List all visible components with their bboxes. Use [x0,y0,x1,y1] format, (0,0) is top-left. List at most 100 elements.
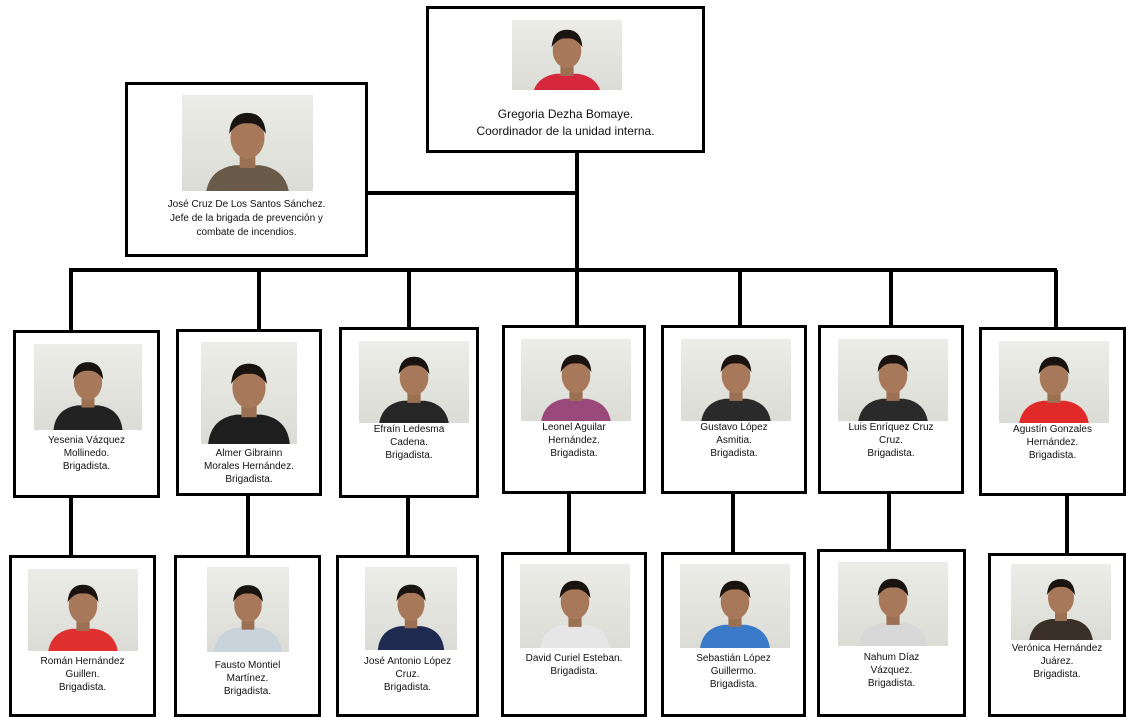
member-caption-line: Agustín Gonzales [1013,424,1092,435]
member-caption-line: Brigadista. [1028,450,1077,461]
portrait-shirt [541,398,611,421]
portrait-face [552,33,582,69]
brigadista-card: Leonel Aguilar Hernández. Brigadista. [502,325,646,494]
brigadista-card: Agustín Gonzales Hernández. Brigadista. [979,327,1126,496]
member-photo [838,562,948,646]
member-caption-line: Brigadista. [62,461,111,472]
brigadista-card: Nahum Díaz Vázquez. Brigadista. [817,549,966,717]
member-caption-line: Cruz. [395,669,420,680]
member-photo [681,339,791,421]
portrait-face [232,367,266,409]
member-caption: Verónica Hernández Juárez. Brigadista. [991,642,1123,681]
portrait-shirt [377,626,445,650]
portrait-face [399,360,429,396]
member-photo [359,341,469,423]
member-caption-line: Cruz. [879,435,903,446]
member-caption-line: Brigadista. [383,682,432,693]
brigadista-card: Gustavo López Asmitia. Brigadista. [661,325,807,494]
member-photo [365,567,457,650]
member-caption-line: Sebastián López [696,653,771,664]
portrait-face [878,358,908,394]
portrait-silhouette [858,354,928,421]
member-caption-line: Brigadista. [225,474,273,485]
chief-card: José Cruz De Los Santos Sánchez. Jefe de… [125,82,368,257]
coordinator-photo [512,20,622,90]
portrait-shirt [858,622,928,646]
portrait-face [721,358,751,394]
member-photo [999,341,1109,423]
portrait-silhouette [858,578,928,646]
portrait-silhouette [377,584,445,650]
member-caption: Sebastián López Guillermo. Brigadista. [664,652,803,691]
brigadista-card: Sebastián López Guillermo. Brigadista. [661,552,806,717]
portrait-shirt [206,165,289,191]
portrait-face [73,365,103,400]
member-caption-line: Fausto Montiel [214,660,281,671]
member-caption-line: Brigadista. [58,682,107,693]
portrait-hair [559,580,591,599]
member-caption: José Antonio López Cruz. Brigadista. [339,655,476,694]
member-caption: Gustavo López Asmitia. Brigadista. [664,421,804,460]
member-caption-line: Guillen. [65,669,100,680]
portrait-hair [396,584,426,602]
member-caption-line: Román Hernández [40,656,125,667]
portrait-face [1039,360,1069,396]
member-caption-line: Mollinedo. [63,448,110,459]
member-caption: Fausto Montiel Martínez. Brigadista. [177,659,318,698]
member-caption-line: Brigadista. [867,678,916,689]
member-photo [838,339,948,421]
member-caption-line: Hernández. [1026,437,1079,448]
member-caption: David Curiel Esteban. Brigadista. [504,652,644,678]
portrait-shirt [1019,400,1089,423]
member-caption-line: Hernández. [548,435,600,446]
member-caption-line: Morales Hernández. [203,461,295,472]
portrait-silhouette [541,354,611,421]
member-caption-line: Brigadista. [550,448,598,459]
member-caption-line: Luis Enríquez Cruz [848,422,934,433]
member-caption-line: Brigadista. [550,666,598,677]
portrait-shirt [208,414,290,444]
member-caption-line: Brigadista. [223,686,272,697]
member-photo [34,344,142,430]
member-caption-line: Brigadista. [867,448,915,459]
member-photo [520,564,630,648]
portrait-hair [877,578,909,597]
member-caption: Yesenia Vázquez Mollinedo. Brigadista. [16,434,157,473]
portrait-silhouette [1019,356,1089,423]
portrait-shirt [1029,619,1093,640]
portrait-hair [560,354,592,373]
brigadista-card: Román Hernández Guillen. Brigadista. [9,555,156,717]
member-caption-line: Asmitia. [716,435,752,446]
portrait-hair [72,362,104,380]
member-caption-line: Verónica Hernández [1011,643,1103,654]
portrait-face [1048,582,1074,614]
member-caption: Efraín Ledesma Cadena. Brigadista. [342,423,476,462]
member-caption: Agustín Gonzales Hernández. Brigadista. [982,423,1123,462]
portrait-face [234,588,262,623]
portrait-hair [877,354,909,373]
portrait-silhouette [48,584,118,651]
member-photo [201,342,297,444]
brigadista-card: Almer Gibrainn Morales Hernández. Brigad… [176,329,322,496]
portrait-silhouette [53,362,123,430]
portrait-hair [1038,356,1070,375]
member-caption: Nahum Díaz Vázquez. Brigadista. [820,651,963,690]
brigadista-card: Verónica Hernández Juárez. Brigadista. [988,553,1126,717]
portrait-shirt [53,405,123,430]
member-caption-line: Martínez. [226,673,269,684]
portrait-silhouette [540,580,610,648]
portrait-shirt [700,624,770,648]
brigadista-card: David Curiel Esteban. Brigadista. [501,552,647,717]
member-caption-line: Leonel Aguilar [542,422,606,433]
portrait-silhouette [701,354,771,421]
portrait-face [397,587,425,621]
portrait-hair [719,580,751,599]
member-photo [207,567,289,652]
portrait-face [561,358,591,394]
member-caption: Luis Enríquez Cruz Cruz. Brigadista. [821,421,961,460]
portrait-face [720,584,750,620]
member-caption-line: Brigadista. [709,679,758,690]
member-caption-line: Almer Gibrainn [215,448,283,459]
portrait-silhouette [379,356,449,423]
portrait-hair [398,356,430,375]
